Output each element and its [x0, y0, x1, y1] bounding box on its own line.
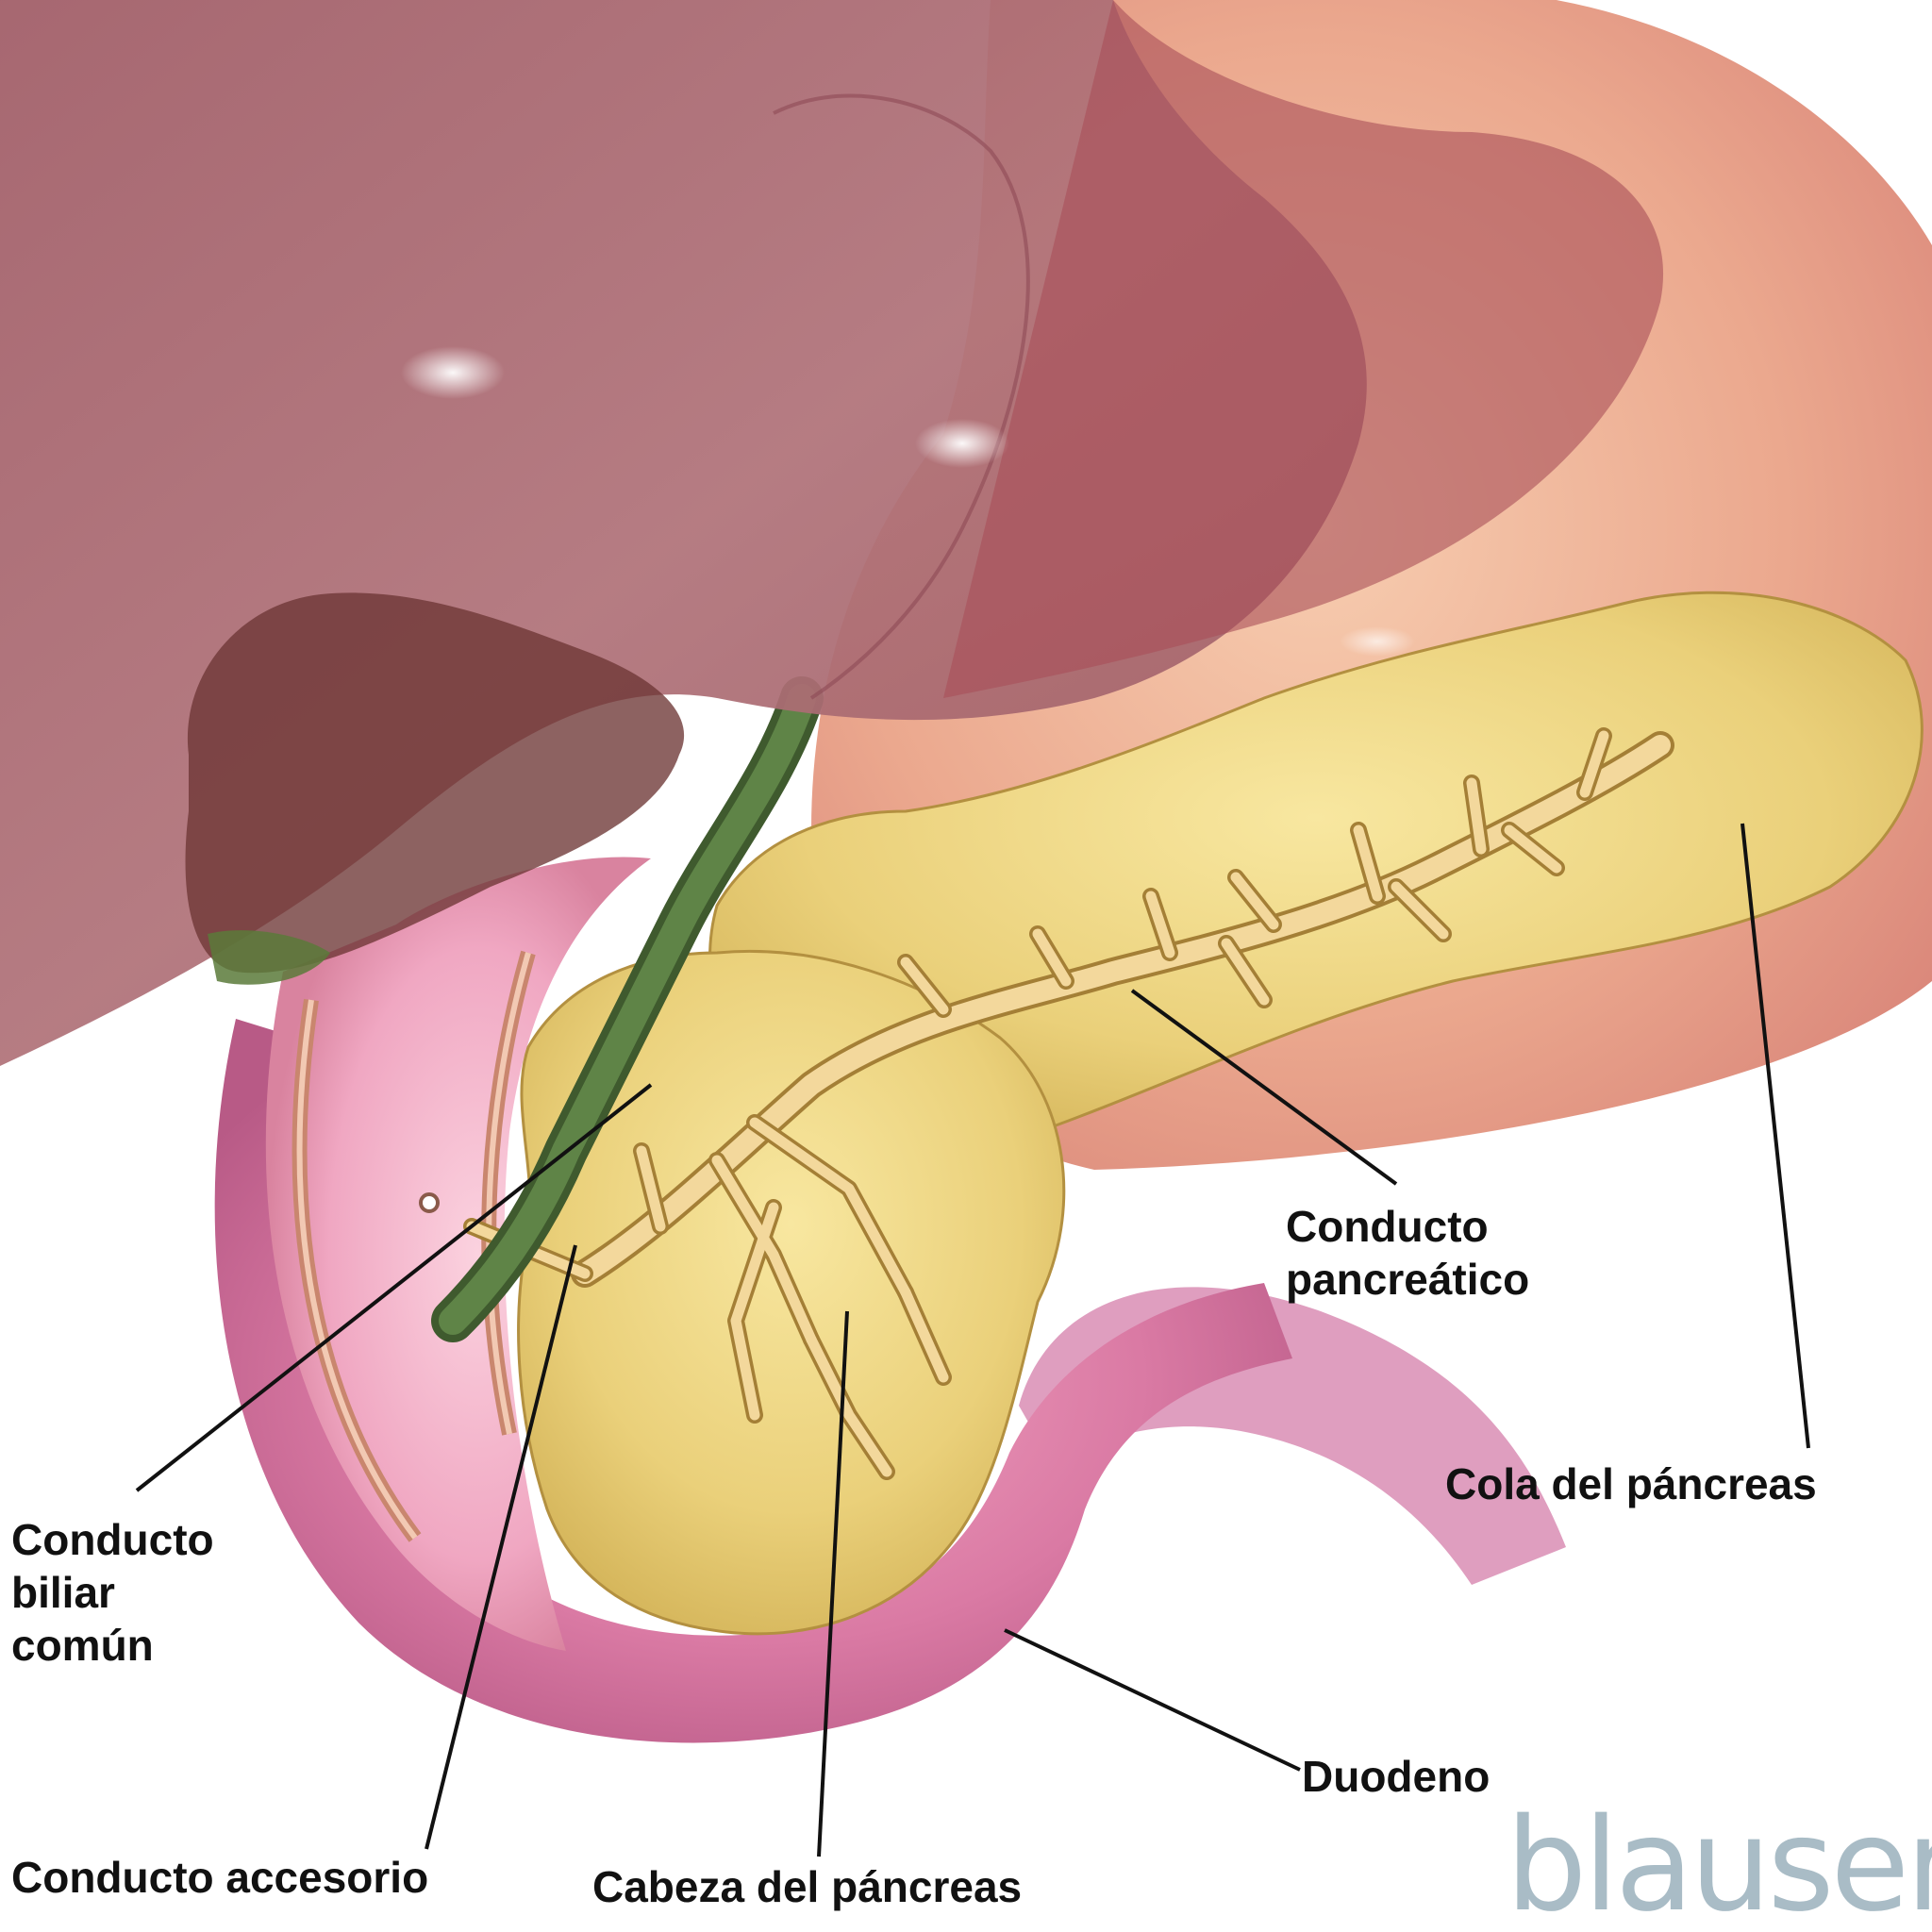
- label-pancreas-head: Cabeza del páncreas: [592, 1862, 1023, 1911]
- leader-duodenum: [1004, 1628, 1301, 1772]
- label-common-bile-duct-line-3: común: [11, 1621, 154, 1670]
- leader-accessory-duct: [425, 1244, 577, 1850]
- label-pancreatic-duct-line-1: Conducto: [1286, 1202, 1489, 1251]
- label-pancreatic-duct: Conducto pancreático: [1286, 1200, 1529, 1306]
- label-common-bile-duct: Conducto biliar común: [11, 1513, 214, 1672]
- pancreatic-duct-tree: [463, 727, 1674, 1480]
- label-common-bile-duct-line-2: biliar: [11, 1568, 115, 1617]
- label-pancreas-tail: Cola del páncreas: [1445, 1459, 1817, 1508]
- leader-pancreas-head: [817, 1310, 849, 1857]
- leader-common-bile-duct: [135, 1083, 653, 1492]
- papilla: [419, 1192, 440, 1213]
- label-common-bile-duct-line-1: Conducto: [11, 1515, 214, 1564]
- label-pancreatic-duct-line-2: pancreático: [1286, 1255, 1530, 1304]
- label-accessory-duct: Conducto accesorio: [11, 1853, 429, 1902]
- leader-lines: [135, 823, 1810, 1857]
- leader-pancreatic-duct: [1130, 989, 1398, 1186]
- gallbladder: [185, 592, 685, 974]
- leader-pancreas-tail: [1740, 823, 1810, 1449]
- brand-logo: blausen: [1506, 1791, 1932, 1932]
- label-duodenum: Duodeno: [1302, 1752, 1491, 1801]
